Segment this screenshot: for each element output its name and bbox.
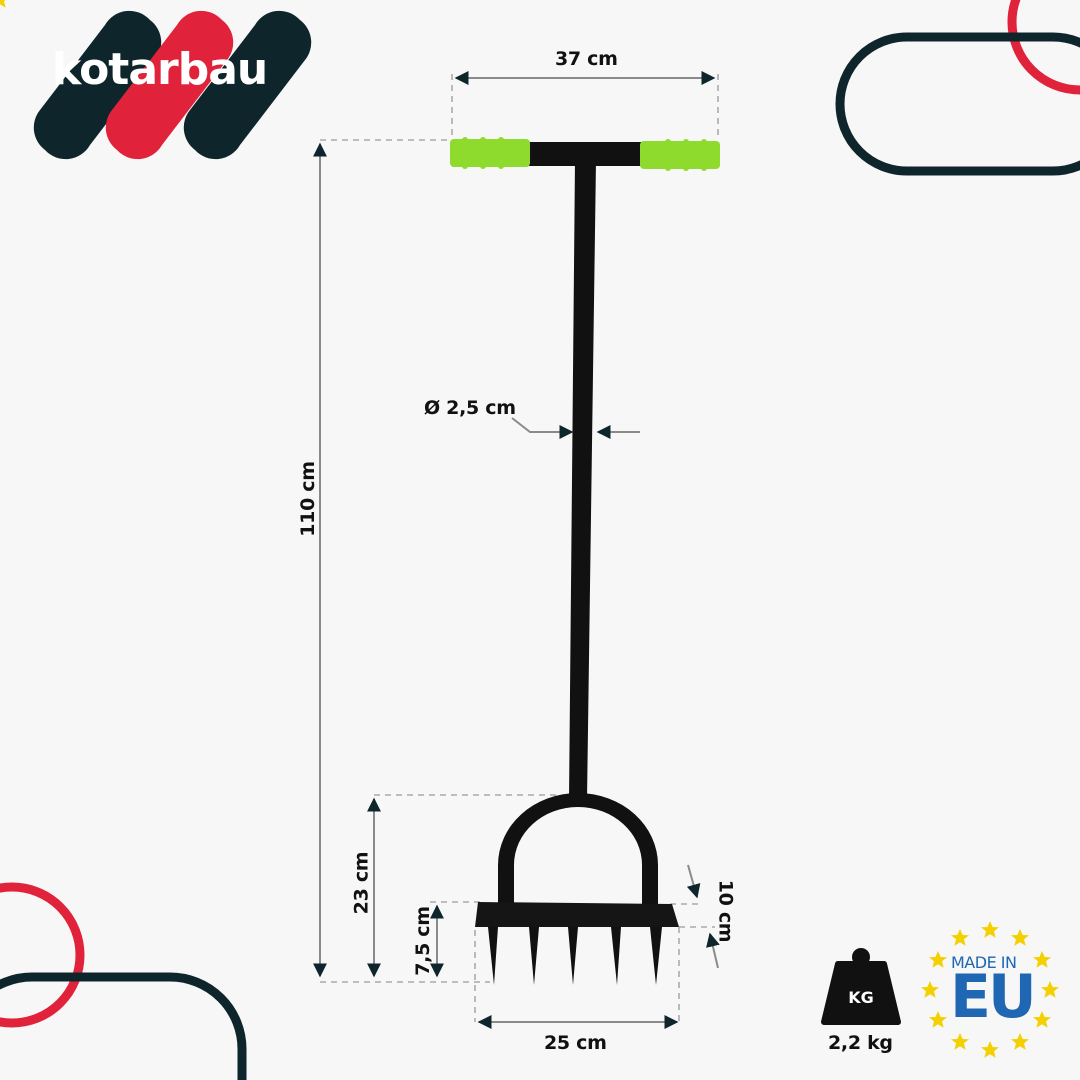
eu-stars-icon <box>0 0 1059 1058</box>
brand-logo-shapes <box>33 10 312 160</box>
left-grip <box>450 137 530 169</box>
weight-icon <box>821 948 901 1025</box>
made-in-label: MADE IN <box>951 953 1017 972</box>
weight-icon-label: KG <box>848 988 874 1007</box>
aerator-tool-illustration <box>450 137 720 985</box>
spikes <box>488 927 662 985</box>
handle-width-label: 37 cm <box>555 48 618 70</box>
dimension-lines <box>313 71 720 1029</box>
eu-label: EU <box>950 962 1037 1032</box>
weight-value: 2,2 kg <box>828 1032 893 1054</box>
plate-depth-label: 10 cm <box>714 879 737 943</box>
brand-logo: kotarbau <box>52 44 268 95</box>
total-height-label: 110 cm <box>296 461 319 537</box>
shaft-diameter-label: Ø 2,5 cm <box>424 397 516 419</box>
right-grip <box>640 139 720 171</box>
fork-height-label: 23 cm <box>350 851 373 915</box>
spike-length-label: 7,5 cm <box>411 906 434 976</box>
plate-width-label: 25 cm <box>544 1032 607 1054</box>
dimension-guides <box>320 74 719 1022</box>
